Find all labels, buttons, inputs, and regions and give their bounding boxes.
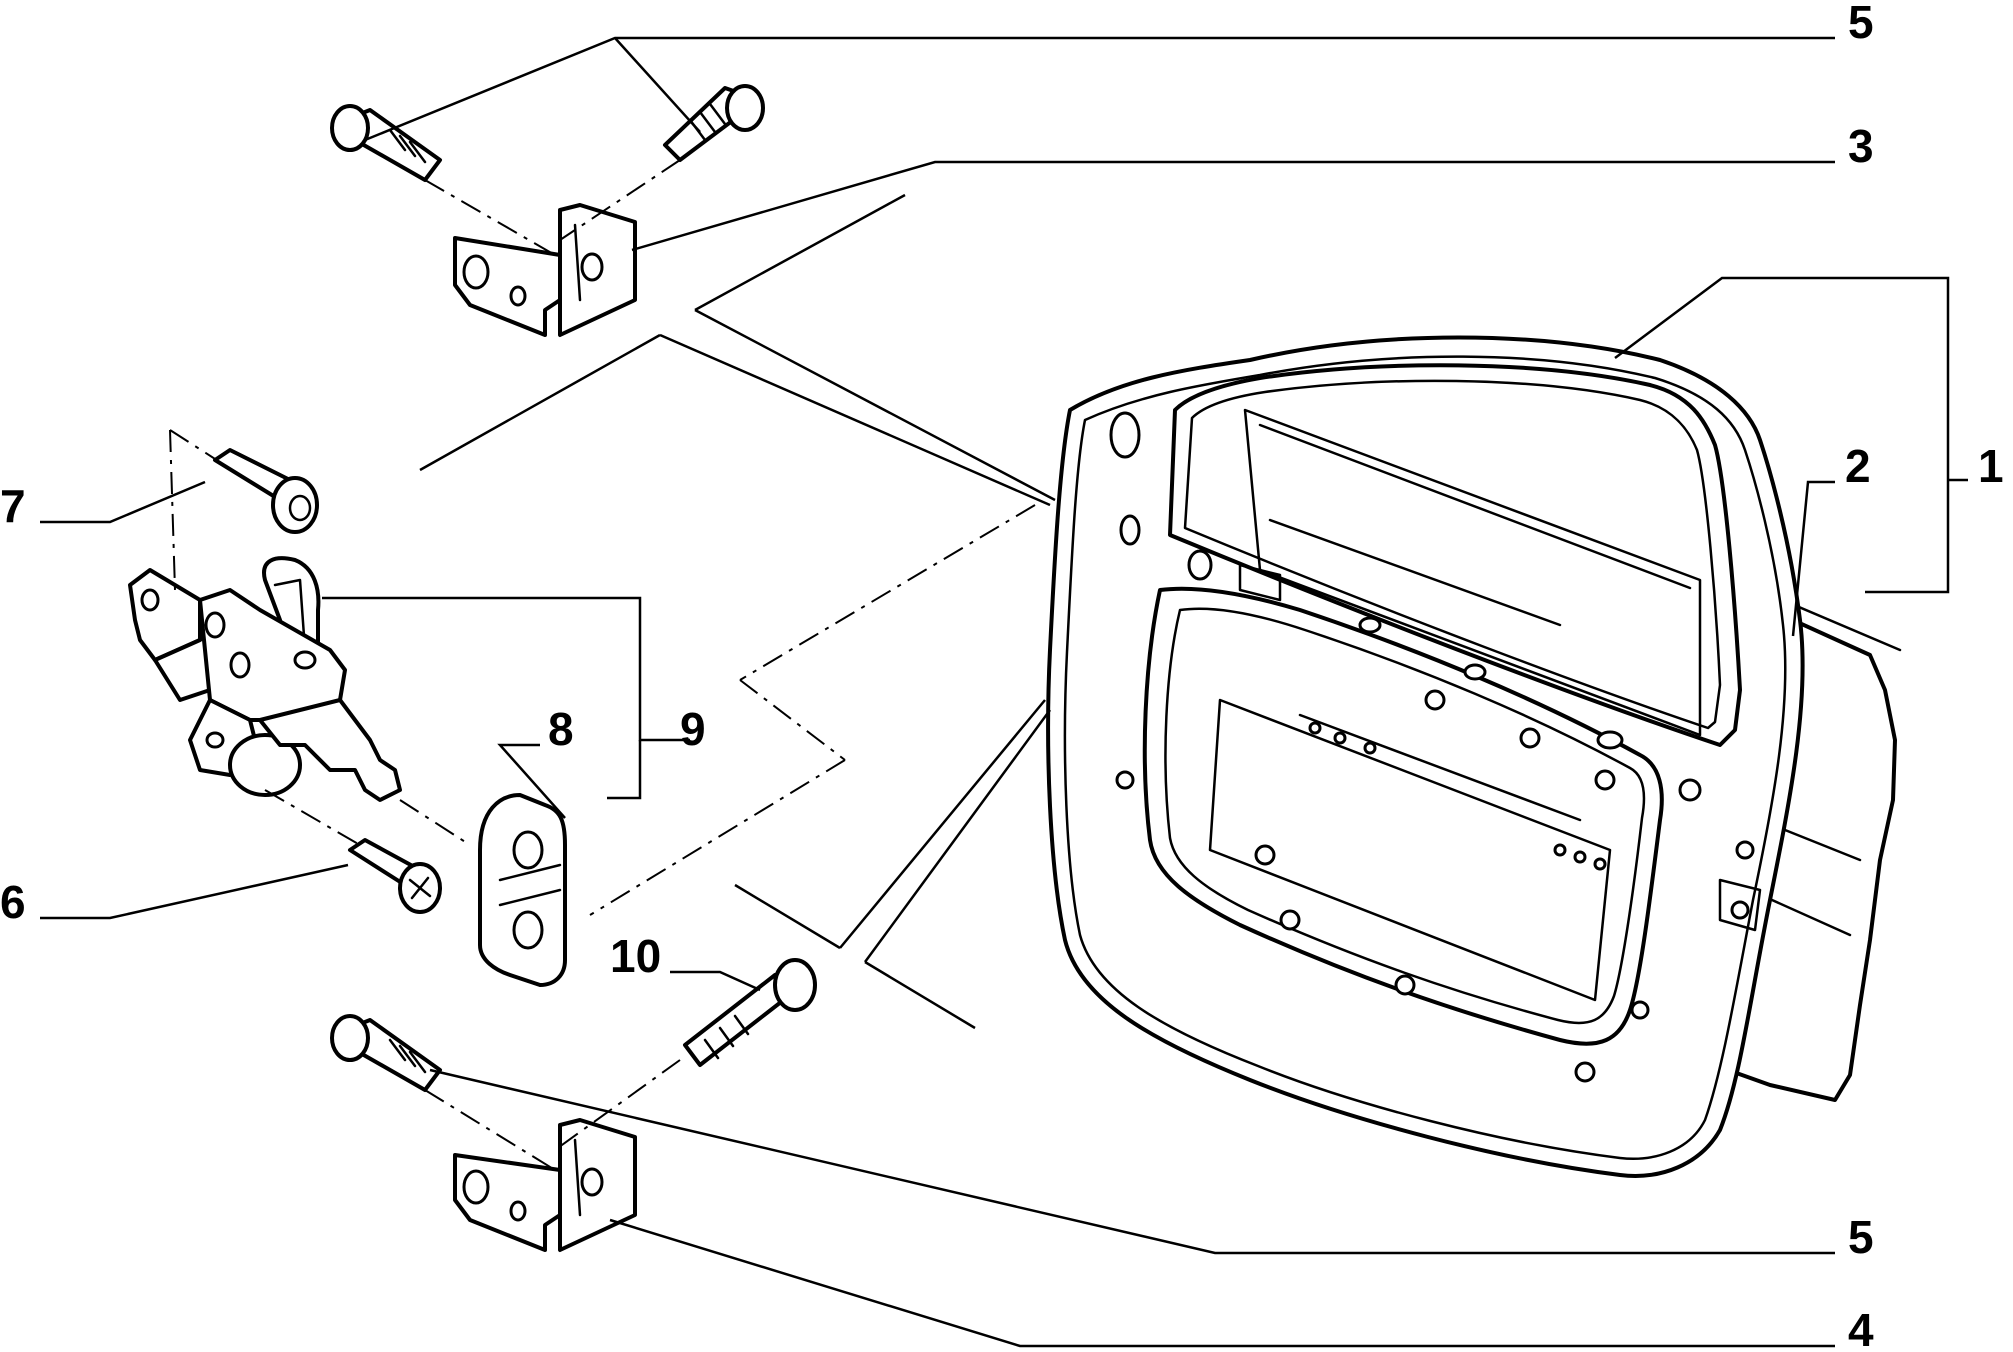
assembly-axes — [169, 159, 1036, 1171]
callout-5-top: 5 — [1848, 0, 1874, 48]
callout-4: 4 — [1848, 1304, 1874, 1352]
callout-8: 8 — [548, 703, 574, 755]
screw-7 — [213, 448, 319, 534]
callout-2: 2 — [1845, 440, 1871, 492]
screw-6 — [348, 838, 442, 914]
callout-3: 3 — [1848, 120, 1874, 172]
bolt-top-right — [663, 84, 765, 162]
callout-1: 1 — [1978, 440, 2004, 492]
door-check — [128, 556, 402, 802]
construction-lines — [419, 193, 1056, 1030]
lower-hinge-bracket — [453, 1118, 637, 1252]
bolt-10 — [683, 958, 817, 1067]
door-frame — [1046, 335, 1805, 1178]
callout-6: 6 — [0, 876, 26, 928]
callout-5-bottom: 5 — [1848, 1211, 1874, 1263]
callout-7: 7 — [0, 480, 26, 532]
upper-hinge-bracket — [453, 203, 637, 337]
callout-9: 9 — [680, 703, 706, 755]
callout-10: 10 — [610, 930, 661, 982]
bolt-bottom-left — [330, 1014, 442, 1092]
callout-leaders — [40, 36, 1968, 1348]
check-pad — [478, 793, 567, 987]
bolt-top-left — [330, 104, 442, 182]
